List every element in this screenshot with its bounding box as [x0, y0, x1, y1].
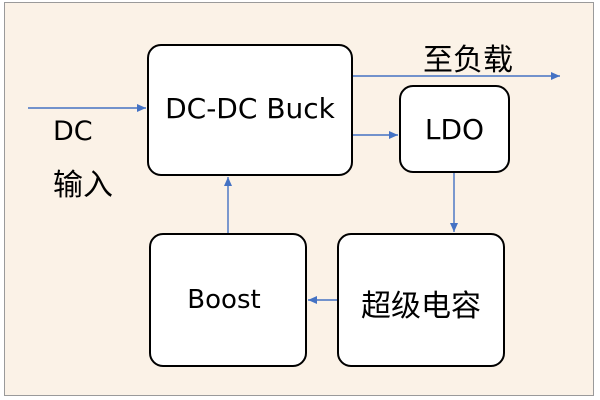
dc-input-label-line1: DC — [53, 116, 93, 147]
dc-input-label-line2: 输入 — [53, 168, 113, 203]
supercapacitor-label: 超级电容 — [361, 289, 481, 324]
boost-block: Boost — [149, 233, 307, 367]
boost-label: Boost — [187, 285, 261, 315]
supercapacitor-block: 超级电容 — [337, 233, 505, 367]
dcdc-buck-label: DC-DC Buck — [165, 91, 335, 125]
dcdc-buck-block: DC-DC Buck — [147, 44, 353, 176]
ldo-label: LDO — [424, 112, 485, 146]
ldo-block: LDO — [399, 85, 510, 173]
to-load-label: 至负载 — [423, 43, 513, 78]
